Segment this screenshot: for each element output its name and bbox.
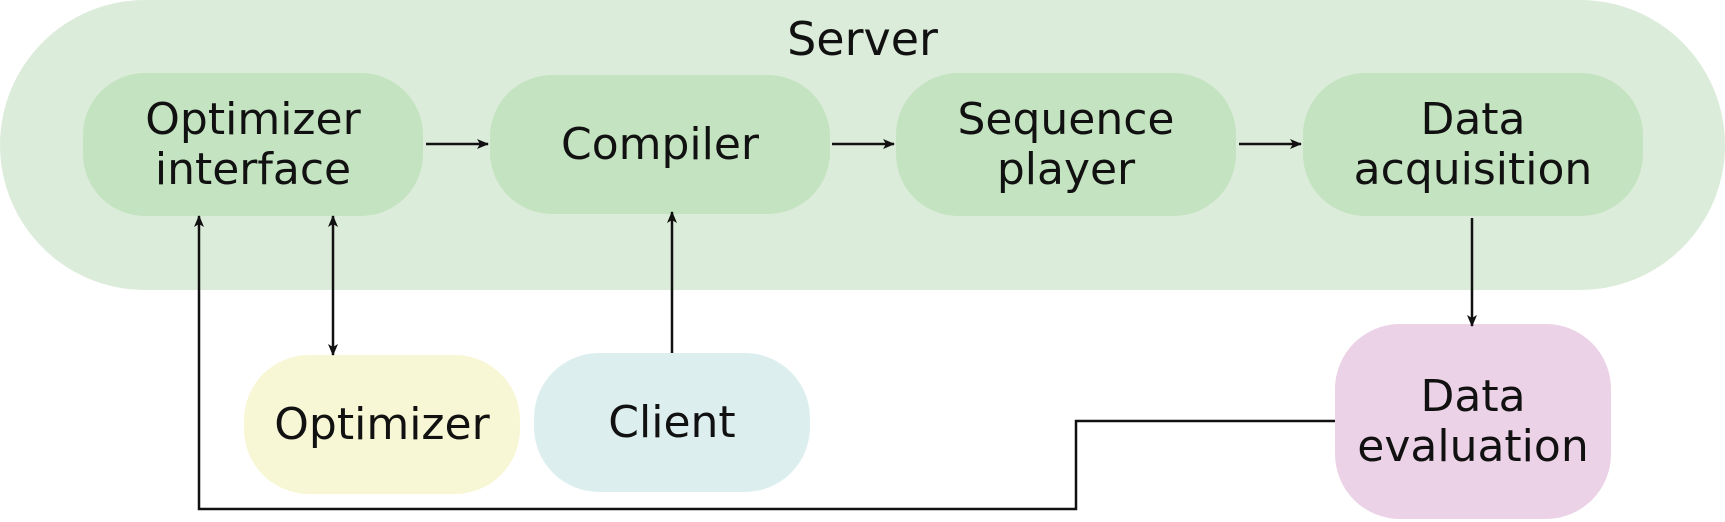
compiler-label: Compiler xyxy=(560,118,760,170)
arrow-data-evaluation-to-optimizer-interface xyxy=(194,215,1335,511)
data-evaluation-label: Data evaluation xyxy=(1357,370,1589,472)
data-acquisition-node: Data acquisition xyxy=(1303,73,1643,216)
data-acquisition-label: Data acquisition xyxy=(1353,93,1593,195)
optimizer-label: Optimizer xyxy=(274,398,490,450)
server-title: Server xyxy=(787,12,938,66)
client-label: Client xyxy=(608,396,736,448)
optimizer-interface-node: Optimizer interface xyxy=(83,73,423,216)
client-node: Client xyxy=(534,353,810,492)
sequence-player-label: Sequence player xyxy=(957,93,1175,195)
optimizer-node: Optimizer xyxy=(244,355,520,494)
compiler-node: Compiler xyxy=(490,75,830,214)
optimizer-interface-label: Optimizer interface xyxy=(145,93,361,195)
data-evaluation-node: Data evaluation xyxy=(1335,324,1611,519)
sequence-player-node: Sequence player xyxy=(896,73,1236,216)
